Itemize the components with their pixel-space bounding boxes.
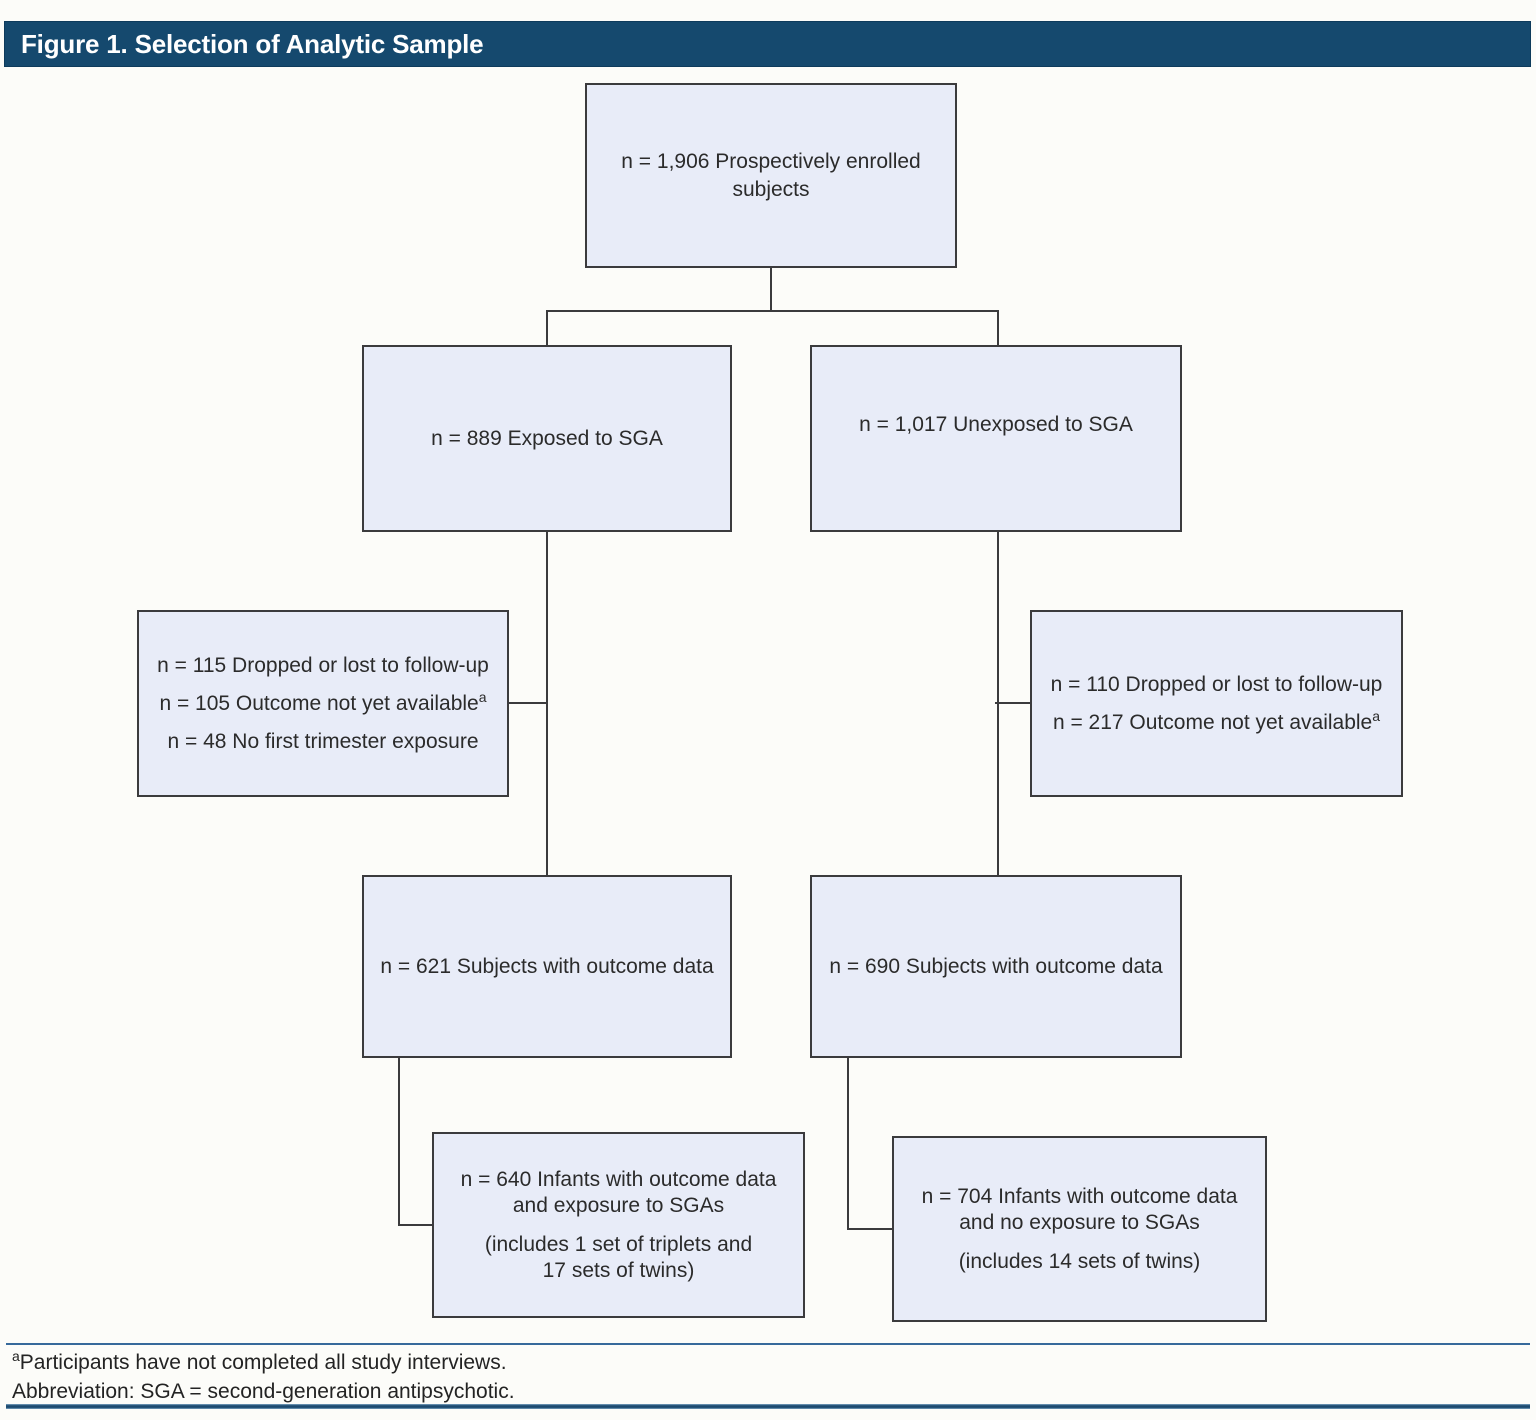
excluded-exposed-line-1: n = 115 Dropped or lost to follow-up [157,647,489,685]
node-outcome-unexposed-label: n = 690 Subjects with outcome data [829,954,1163,978]
infants-exposed-line-4: 17 sets of twins) [542,1258,695,1282]
infants-unexposed-paragraph-2: (includes 14 sets of twins) [922,1249,1238,1275]
footnote-abbreviation: Abbreviation: SGA = second-generation an… [12,1380,515,1404]
excluded-unexposed-line-2-footnote-marker: a [1372,707,1381,724]
node-exposed-to-sga: n = 889 Exposed to SGA [362,345,732,532]
infants-unexposed-line-1: n = 704 Infants with outcome data [921,1184,1238,1208]
footer-top-rule [6,1343,1530,1345]
excluded-unexposed-line-2-text: n = 217 Outcome not yet available [1052,710,1373,734]
connector-excluded-unexposed [995,702,1032,704]
excluded-exposed-line-2-text: n = 105 Outcome not yet available [159,691,479,715]
connector-outcome-unexposed-down [847,1056,849,1230]
infants-exposed-paragraph-1: n = 640 Infants with outcome data and ex… [461,1167,777,1219]
excluded-unexposed-line-1: n = 110 Dropped or lost to follow-up [1051,666,1383,704]
connector-to-infants-exposed [398,1224,434,1226]
node-infants-exposed: n = 640 Infants with outcome data and ex… [432,1132,805,1318]
node-enrolled-line-2: subjects [732,177,810,201]
node-outcome-exposed: n = 621 Subjects with outcome data [362,875,732,1058]
connector-to-infants-unexposed [847,1228,894,1230]
excluded-exposed-line-1-text: n = 115 Dropped or lost to follow-up [157,653,489,677]
excluded-exposed-line-3: n = 48 No first trimester exposure [157,723,489,761]
footnote-participants: aParticipants have not completed all stu… [12,1348,507,1375]
connector-to-unexposed [997,310,999,347]
node-infants-unexposed: n = 704 Infants with outcome data and no… [892,1136,1267,1322]
infants-unexposed-line-3: (includes 14 sets of twins) [958,1249,1201,1273]
excluded-unexposed-line-2: n = 217 Outcome not yet availablea [1051,704,1383,742]
node-exposed-label: n = 889 Exposed to SGA [431,426,663,450]
excluded-exposed-line-2: n = 105 Outcome not yet availablea [157,685,489,723]
connector-to-exposed [546,310,548,347]
node-excluded-unexposed: n = 110 Dropped or lost to follow-up n =… [1030,610,1403,797]
excluded-unexposed-line-1-text: n = 110 Dropped or lost to follow-up [1050,672,1383,696]
node-enrolled-subjects: n = 1,906 Prospectively enrolled subject… [585,83,957,268]
infants-exposed-line-2: and exposure to SGAs [512,1193,725,1217]
excluded-exposed-line-3-text: n = 48 No first trimester exposure [167,729,479,753]
footnote-marker-a: a [12,1348,20,1364]
node-excluded-exposed: n = 115 Dropped or lost to follow-up n =… [137,610,509,797]
connector-excluded-exposed [509,702,548,704]
infants-exposed-line-3: (includes 1 set of triplets and [484,1232,753,1256]
connector-branch-horizontal [546,310,999,312]
connector-outcome-exposed-down [398,1056,400,1226]
infants-unexposed-paragraph-1: n = 704 Infants with outcome data and no… [922,1184,1238,1236]
node-unexposed-to-sga: n = 1,017 Unexposed to SGA [810,345,1182,532]
node-outcome-unexposed: n = 690 Subjects with outcome data [810,875,1182,1058]
infants-unexposed-line-2: and no exposure to SGAs [959,1210,1200,1234]
node-outcome-exposed-label: n = 621 Subjects with outcome data [380,954,714,978]
connector-enrolled-down [770,268,772,312]
footer-bottom-rule [6,1404,1530,1409]
infants-exposed-paragraph-2: (includes 1 set of triplets and 17 sets … [461,1232,777,1284]
figure-title-bar: Figure 1. Selection of Analytic Sample [4,21,1531,67]
infants-exposed-line-1: n = 640 Infants with outcome data [460,1167,777,1191]
footnote-participants-text: Participants have not completed all stud… [19,1351,507,1374]
excluded-exposed-line-2-footnote-marker: a [478,688,487,705]
node-enrolled-line-1: n = 1,906 Prospectively enrolled [621,149,921,173]
figure-title: Figure 1. Selection of Analytic Sample [21,28,484,59]
footnote-abbreviation-text: Abbreviation: SGA = second-generation an… [12,1380,515,1403]
node-unexposed-label: n = 1,017 Unexposed to SGA [859,412,1133,436]
